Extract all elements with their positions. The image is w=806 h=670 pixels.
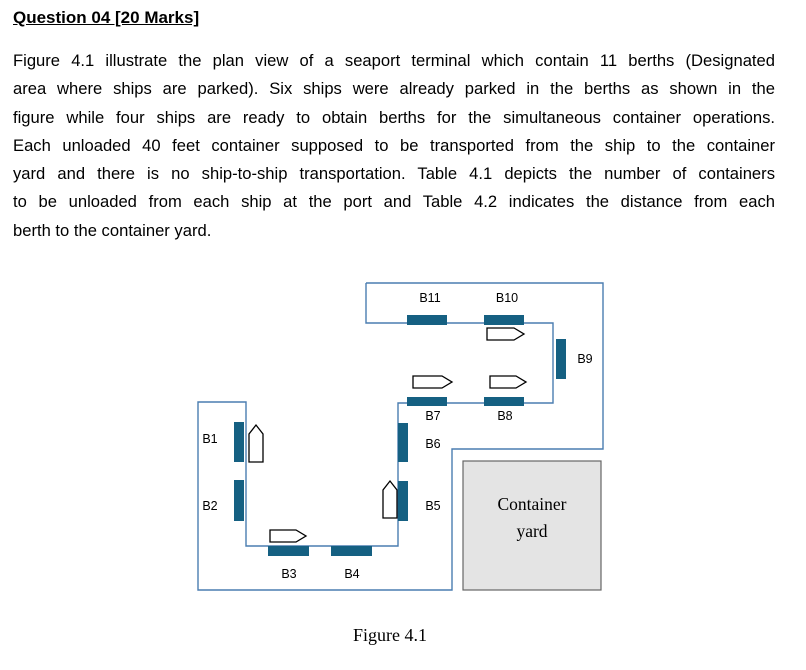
berth-b11 [407,315,447,325]
paragraph-line: area where ships are parked). Six ships … [13,79,775,99]
berth-b1 [234,422,244,462]
question-heading: Question 04 [20 Marks] [13,8,200,27]
ship-at-b3 [269,529,308,543]
berth-b10 [484,315,524,325]
container-yard-label-line1: Container [497,494,566,514]
paragraph-line: yard and there is no ship-to-ship transp… [13,164,775,184]
port-outline [197,282,604,591]
ship-at-b5 [382,479,398,519]
berth-label-b3: B3 [281,567,296,581]
berth-label-b1: B1 [202,432,217,446]
paragraph-line: Figure 4.1 illustrate the plan view of a… [13,51,775,70]
container-yard-label-line2: yard [516,521,547,541]
paragraph-line: Each unloaded 40 feet container supposed… [13,135,775,155]
berth-b9 [556,339,566,379]
berth-label-b2: B2 [202,499,217,513]
berth-b7 [407,397,447,406]
paragraph-line: figure while four ships are ready to obt… [13,107,775,127]
ship-at-b7 [412,375,454,389]
ship-at-b8 [489,375,528,389]
berth-b3 [268,546,309,556]
berth-b5 [398,481,408,521]
paragraph-line: to be unloaded from each ship at the por… [13,192,775,212]
figure-caption: Figure 4.1 [353,625,427,645]
ship-at-b1 [248,423,264,463]
berth-label-b6: B6 [425,437,440,451]
berth-b2 [234,480,244,521]
berth-label-b10: B10 [496,291,518,305]
berth-label-b7: B7 [425,409,440,423]
berth-label-b11: B11 [419,291,440,305]
paragraph-line: berth to the container yard. [13,220,212,240]
berth-label-b5: B5 [425,499,440,513]
berth-label-b9: B9 [577,352,592,366]
berth-b4 [331,546,372,556]
berth-b6 [398,423,408,462]
berth-label-b4: B4 [344,567,359,581]
berth-label-b8: B8 [497,409,512,423]
question-paragraph: Figure 4.1 illustrate the plan view of a… [13,47,775,245]
container-yard [462,460,602,591]
berth-b8 [484,397,524,406]
ship-at-b10 [486,327,526,341]
